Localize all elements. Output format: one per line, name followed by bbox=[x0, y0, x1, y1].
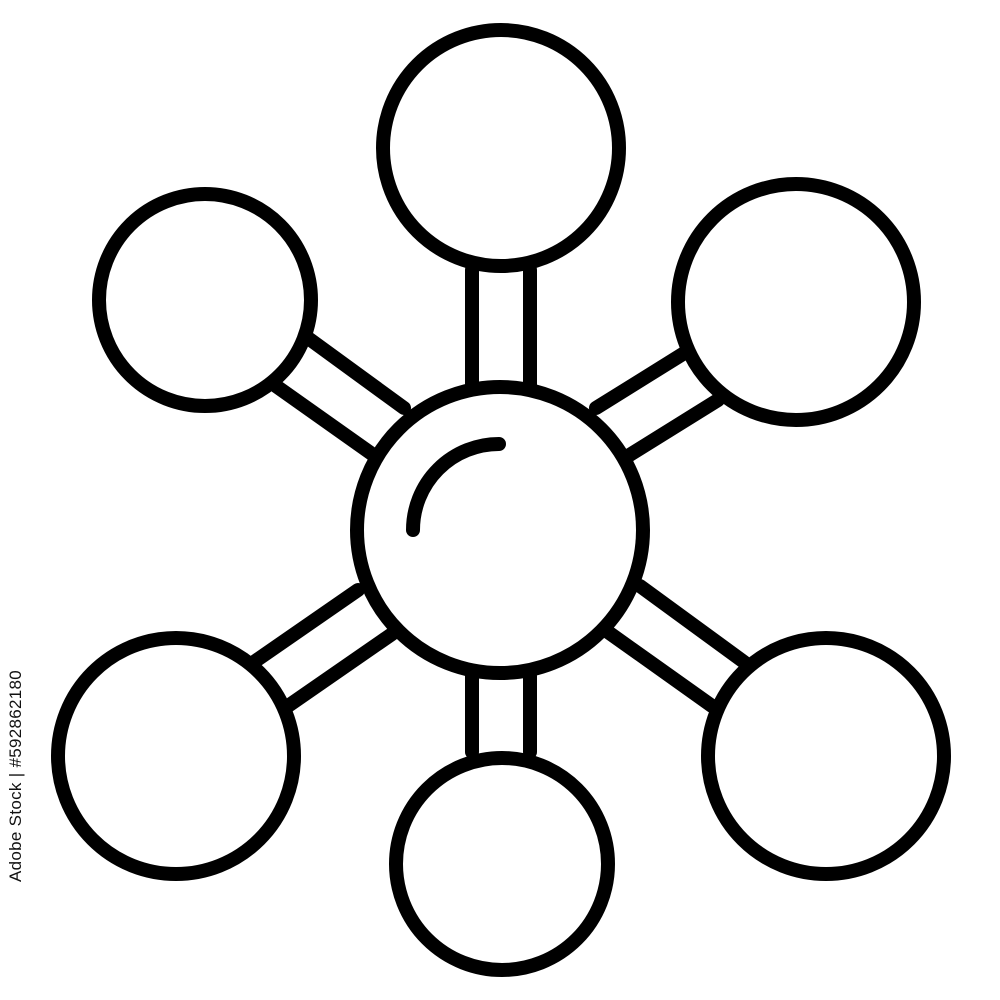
node-lower-left-circle bbox=[51, 631, 301, 881]
hub-highlight-arc bbox=[406, 437, 506, 537]
node-bottom-circle bbox=[389, 751, 615, 977]
node-top-circle bbox=[376, 23, 626, 273]
node-upper-right-circle bbox=[671, 177, 921, 427]
node-lower-right-circle bbox=[701, 631, 951, 881]
connector-lower-right bbox=[601, 579, 751, 713]
connector-upper-right bbox=[589, 345, 725, 463]
node-upper-left-circle bbox=[92, 187, 318, 413]
connector-bottom bbox=[465, 669, 537, 759]
central-hub-circle bbox=[350, 380, 650, 680]
connector-lower-left bbox=[247, 583, 399, 713]
connector-upper-left bbox=[269, 331, 411, 461]
connector-top bbox=[465, 263, 537, 393]
watermark-side-text: Adobe Stock | #592862180 bbox=[6, 669, 25, 882]
